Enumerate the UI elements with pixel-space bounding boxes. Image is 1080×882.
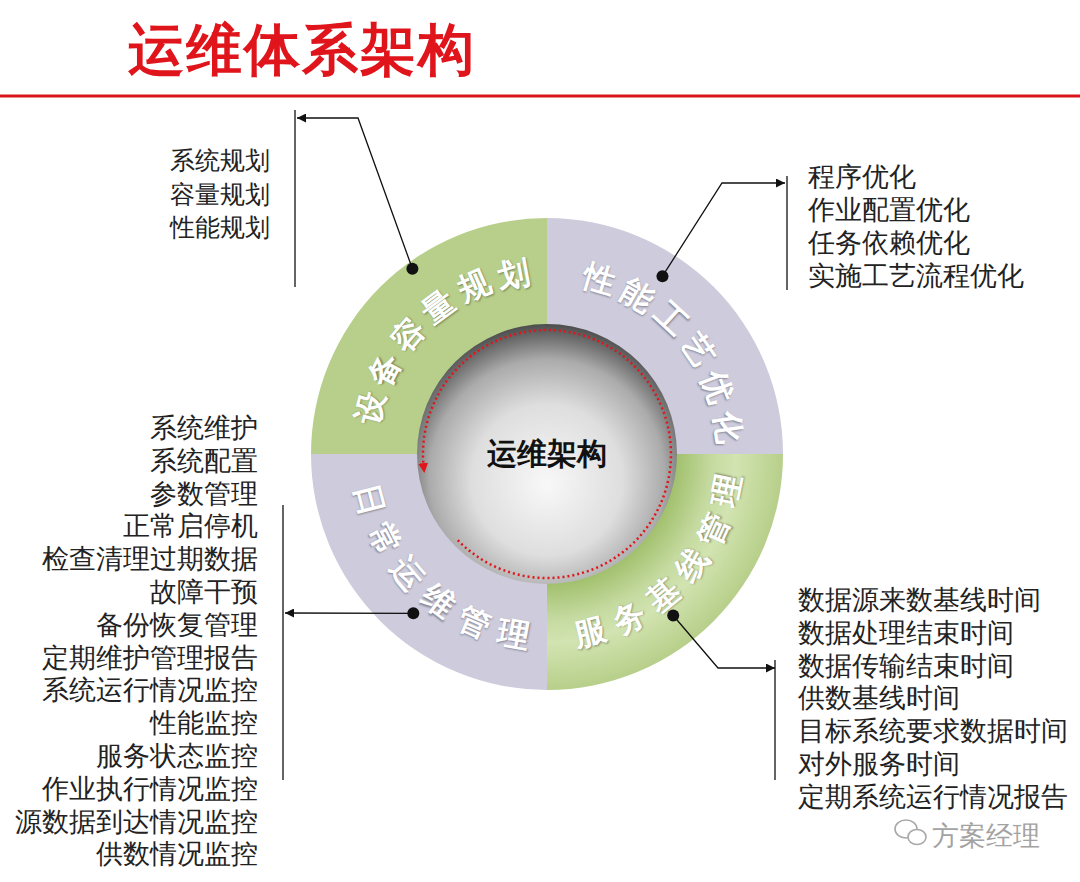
segment-label-char: 设 — [350, 389, 389, 428]
text-list: 程序优化作业配置优化任务依赖优化实施工艺流程优化 — [785, 158, 1050, 293]
hub-content: 运维架构 — [417, 324, 677, 584]
segment-label-char: 理 — [707, 472, 745, 510]
list-item: 对外服务时间 — [798, 748, 1080, 781]
page-title: 运维体系架构 — [128, 20, 476, 80]
list-bracket — [282, 505, 283, 780]
list-item: 数据源来数基线时间 — [798, 584, 1080, 617]
leader-arrow — [285, 612, 413, 614]
list-item: 定期维护管理报告 — [0, 642, 258, 675]
list-item: 数据处理结束时间 — [798, 617, 1080, 650]
connector-group — [667, 610, 775, 668]
list-bracket — [786, 176, 787, 290]
connector-dot — [406, 263, 418, 275]
connector-group — [297, 118, 418, 275]
hub-circle: 运维架构 — [417, 324, 677, 584]
list-bracket — [774, 660, 775, 780]
segment-label-char: 艺 — [676, 328, 720, 372]
connector-group — [656, 183, 785, 282]
segment-label-char: 规 — [453, 265, 495, 307]
list-item: 容量规划 — [150, 178, 270, 212]
segment-label-char: 维 — [416, 579, 461, 624]
list-item: 实施工艺流程优化 — [808, 259, 1050, 292]
segment-label-char: 理 — [495, 615, 532, 652]
hub-fill — [417, 324, 677, 584]
segment-label-char: 容 — [385, 313, 430, 358]
list-item: 系统维护 — [0, 412, 258, 445]
segment-label-char: 划 — [495, 255, 532, 292]
text-list: 系统维护系统配置参数管理正常启停机检查清理过期数据故障干预备份恢复管理定期维护管… — [0, 405, 285, 875]
list-item: 备份恢复管理 — [0, 609, 258, 642]
list-item: 定期系统运行情况报告 — [798, 781, 1080, 814]
list-item: 作业配置优化 — [808, 193, 1050, 226]
list-item: 任务依赖优化 — [808, 226, 1050, 259]
list-item: 供数情况监控 — [0, 838, 258, 871]
connector-dot — [407, 607, 419, 619]
segment-label-char: 管 — [453, 601, 495, 643]
connector-dot — [656, 270, 668, 282]
segment-label-char: 常 — [363, 517, 406, 560]
list-item: 服务状态监控 — [0, 740, 258, 773]
connector-group — [285, 607, 419, 619]
list-item: 正常启停机 — [0, 510, 258, 543]
list-bracket — [294, 110, 295, 287]
list-item: 检查清理过期数据 — [0, 543, 258, 576]
list-item: 故障干预 — [0, 576, 258, 609]
cycle-arrow — [423, 330, 671, 578]
segment-label-char: 优 — [697, 366, 739, 408]
leader-arrow — [673, 616, 775, 668]
segment-label-char: 性 — [579, 259, 619, 299]
segment-label-char: 运 — [385, 550, 430, 595]
list-item: 性能监控 — [0, 707, 258, 740]
list-item: 系统运行情况监控 — [0, 674, 258, 707]
segment-label-char: 服 — [570, 613, 609, 652]
text-list: 系统规划容量规划性能规划 — [150, 108, 297, 288]
wechat-icon — [908, 830, 926, 845]
list-item: 作业执行情况监控 — [0, 773, 258, 806]
leader-arrow — [662, 183, 785, 276]
list-item: 供数基线时间 — [798, 682, 1080, 715]
hub-label: 运维架构 — [487, 434, 607, 475]
list-item: 数据传输结束时间 — [798, 650, 1080, 683]
list-item: 目标系统要求数据时间 — [798, 715, 1080, 748]
list-item: 源数据到达情况监控 — [0, 806, 258, 839]
segment-label-char: 日 — [350, 480, 389, 519]
segment-label-char: 务 — [607, 596, 650, 639]
leader-arrow — [297, 118, 412, 269]
text-list: 数据源来数基线时间数据处理结束时间数据传输结束时间供数基线时间目标系统要求数据时… — [775, 580, 1080, 820]
segment-label-char: 化 — [710, 409, 746, 445]
connector-dot — [667, 610, 679, 622]
segment-label-char: 备 — [363, 348, 406, 391]
list-item: 性能规划 — [150, 211, 270, 245]
segment-label-char: 管 — [692, 509, 734, 551]
segment-label-char: 量 — [416, 285, 461, 330]
list-item: 系统规划 — [150, 144, 270, 178]
segment-label-char: 能 — [615, 273, 659, 317]
segment-label-char: 工 — [648, 296, 693, 341]
title-rule — [0, 95, 1080, 98]
list-item: 程序优化 — [808, 160, 1050, 193]
list-item: 参数管理 — [0, 478, 258, 511]
list-item: 系统配置 — [0, 445, 258, 478]
segment-label-char: 线 — [670, 543, 715, 588]
watermark: 方案经理 — [932, 818, 1040, 854]
segment-label-char: 基 — [641, 573, 686, 618]
